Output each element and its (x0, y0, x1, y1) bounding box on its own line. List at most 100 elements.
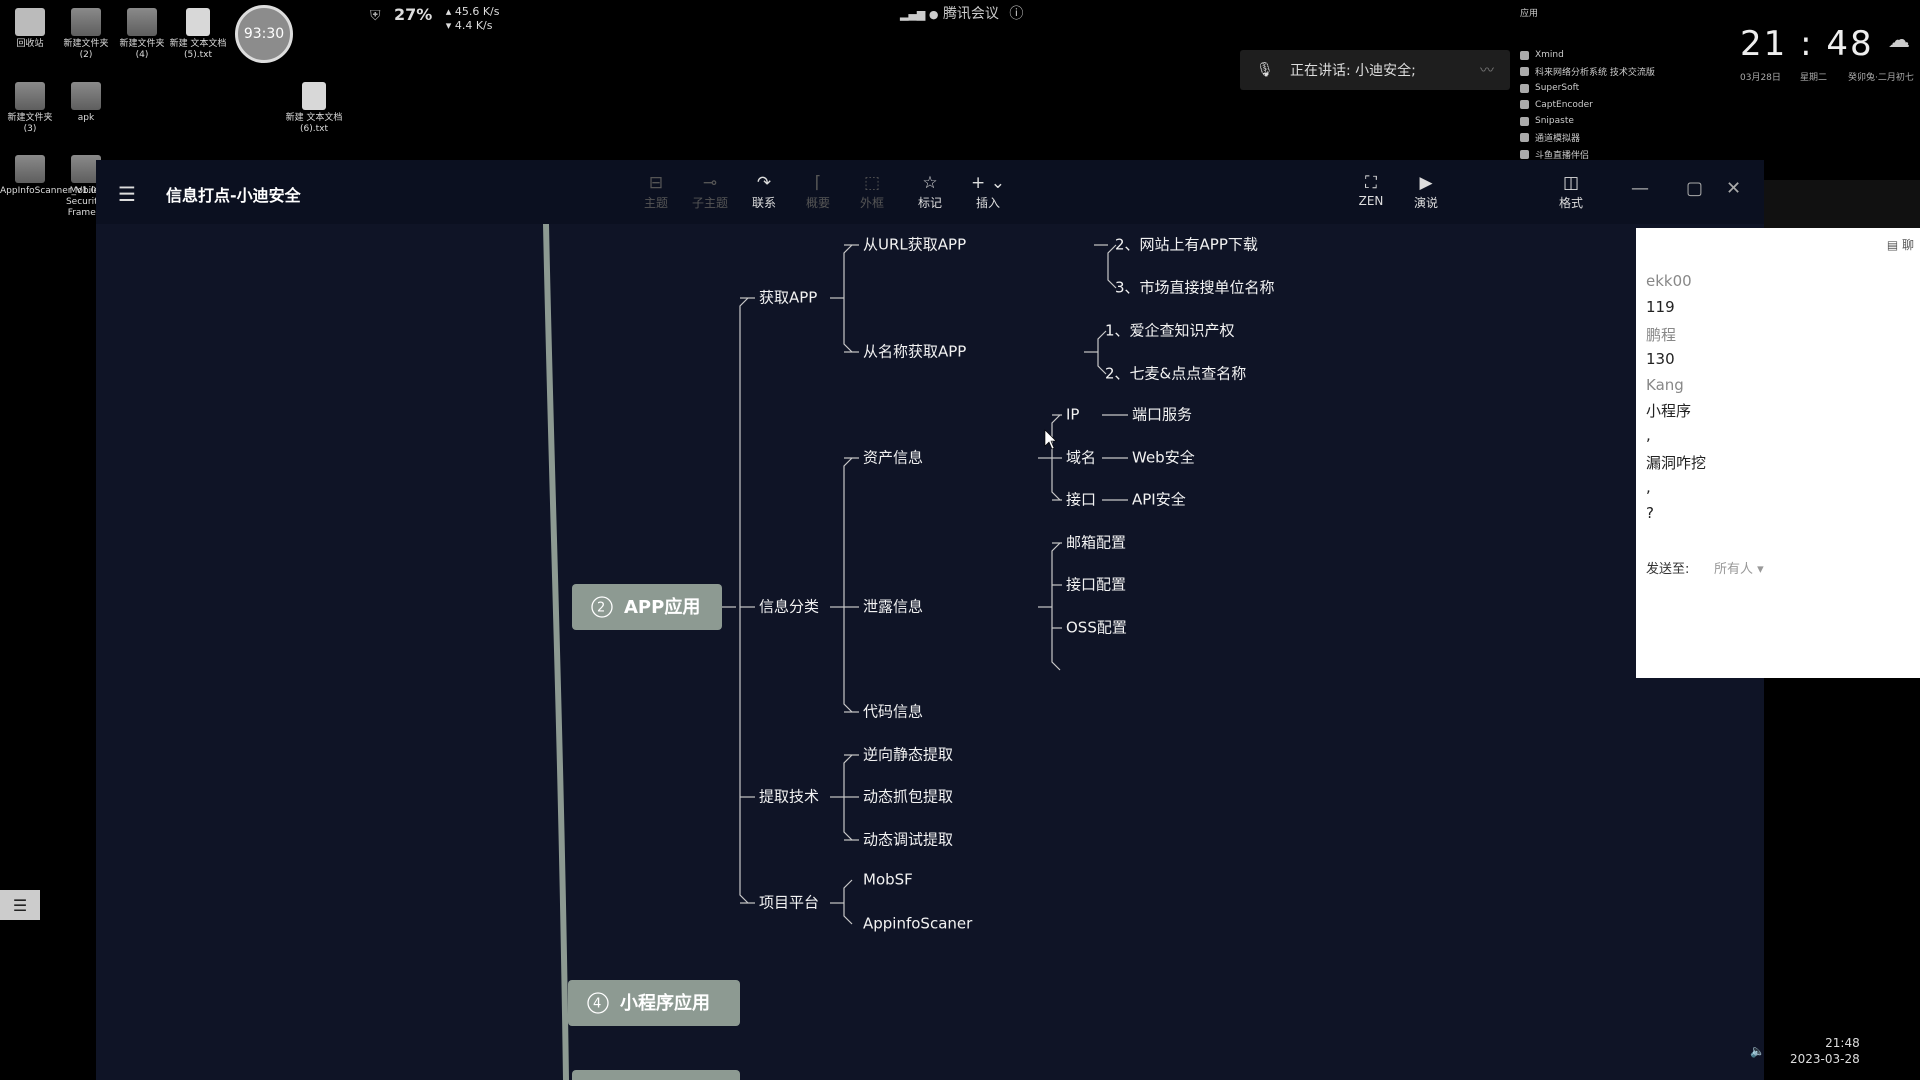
leak-item[interactable]: 接口配置 (1066, 576, 1126, 594)
toolbar-subtopic-button[interactable]: ⊸子主题 (688, 172, 732, 211)
app-icon (1520, 50, 1529, 60)
topic-label[interactable]: 小程序应用 (620, 992, 710, 1014)
net-down: ▾ 4.4 K/s (445, 19, 493, 33)
menu-icon[interactable]: ☰ (118, 182, 136, 206)
extract-item[interactable]: 逆向静态提取 (863, 746, 953, 764)
plus-icon: + ⌄ (971, 173, 1005, 193)
branch-info-class[interactable]: 信息分类 (759, 598, 819, 616)
branch-project-platform[interactable]: 项目平台 (759, 894, 819, 912)
folder-icon[interactable]: AppInfoScanner_V1.0.9_... (0, 155, 118, 197)
subtopic-icon: ⊸ (702, 173, 718, 193)
extract-item[interactable]: 动态调试提取 (863, 831, 953, 849)
node-code-info[interactable]: 代码信息 (863, 703, 923, 721)
chat-message: 小程序 (1646, 402, 1692, 420)
text-file-icon[interactable]: 新建 文本文档 (6).txt (284, 82, 344, 135)
node-asset-info[interactable]: 资产信息 (863, 449, 923, 467)
toolbar-topic-button[interactable]: ⊟主题 (634, 172, 678, 211)
widget-header: 应用 (1520, 9, 1539, 19)
leaf-node[interactable]: 2、网站上有APP下载 (1115, 236, 1258, 254)
toolbar-relationship-button[interactable]: ↷联系 (742, 172, 786, 211)
maximize-icon[interactable]: ▢ (1686, 178, 1704, 199)
toolbar-format-button[interactable]: ◫格式 (1549, 172, 1593, 211)
folder-icon[interactable]: 新建文件夹 (3) (0, 82, 60, 135)
toolbar-boundary-button[interactable]: ⬚外框 (850, 172, 894, 211)
topic-number[interactable]: 2 (597, 601, 605, 616)
main-topic-miniprogram[interactable] (568, 980, 740, 1026)
leaf-node[interactable]: 3、市场直接搜单位名称 (1115, 279, 1275, 297)
main-topic-next[interactable] (572, 1070, 740, 1080)
topic-number-badge (587, 992, 609, 1014)
branch-get-app[interactable]: 获取APP (759, 289, 817, 307)
asset-value[interactable]: Web安全 (1132, 449, 1195, 467)
app-label: SuperSoft (1535, 83, 1580, 94)
app-list-item[interactable]: CaptEncoder (1520, 97, 1730, 114)
chat-message: 130 (1646, 350, 1675, 368)
branch-extract-tech[interactable]: 提取技术 (759, 788, 819, 806)
app-list-item[interactable]: 科来网络分析系统 技术交流版 (1520, 64, 1730, 81)
node-from-name[interactable]: 从名称获取APP (863, 343, 966, 361)
toolbar-zen-button[interactable]: ⛶ZEN (1349, 172, 1393, 208)
mouse-cursor-icon (1044, 429, 1057, 450)
chat-message: 漏洞咋挖 (1646, 454, 1707, 472)
clock-widget: 21 : 48 03月28日 星期二 癸卯兔·二月初七 ☁ (1730, 4, 1920, 164)
chat-header: ▤ 聊 (1886, 238, 1914, 252)
asset-type[interactable]: 域名 (1066, 449, 1096, 467)
clock-weekday: 星期二 (1800, 73, 1828, 83)
side-tab-handle[interactable]: ☰ (0, 890, 40, 920)
folder-icon[interactable]: 新建文件夹 (2) (56, 8, 116, 61)
app-list-item[interactable]: Xmind (1520, 47, 1730, 64)
asset-value[interactable]: API安全 (1132, 491, 1186, 509)
app-list-item[interactable]: SuperSoft (1520, 80, 1730, 97)
info-icon[interactable]: ⓘ (1009, 6, 1024, 22)
extract-item[interactable]: 动态抓包提取 (863, 788, 953, 806)
main-spine-line (543, 224, 569, 1080)
topic-label[interactable]: APP应用 (624, 596, 700, 618)
bracket-line (1107, 244, 1117, 289)
asset-type[interactable]: IP (1066, 406, 1079, 424)
send-to-select[interactable]: 所有人 ▾ (1714, 562, 1764, 577)
close-icon[interactable]: ✕ (1726, 178, 1742, 199)
node-from-url[interactable]: 从URL获取APP (863, 236, 966, 254)
leak-item[interactable]: OSS配置 (1066, 619, 1127, 637)
leak-item[interactable]: 邮箱配置 (1066, 534, 1126, 552)
format-icon: ◫ (1562, 173, 1580, 193)
chat-message: ? (1646, 504, 1654, 522)
toolbar-present-button[interactable]: ▶演说 (1404, 172, 1448, 211)
folder-icon[interactable]: apk (56, 82, 116, 124)
leaf-node[interactable]: 1、爱企查知识产权 (1105, 322, 1235, 340)
app-list-item[interactable]: 通道模拟器 (1520, 130, 1730, 147)
leaf-node[interactable]: 2、七麦&点点查名称 (1105, 365, 1246, 383)
app-label: 斗鱼直播伴侣 (1535, 150, 1590, 161)
app-icon (1520, 100, 1529, 110)
folder-icon[interactable]: 新建文件夹 (4) (112, 8, 172, 61)
topic-number[interactable]: 4 (593, 997, 601, 1012)
clock-time: 21 : 48 (1740, 24, 1874, 64)
microphone-icon: 🎙 (1256, 62, 1274, 78)
mindmap-canvas[interactable]: 2 APP应用 4 小程序应用 获取APP 信息分类提取技术项目平台 从URL获取APP 从名… (96, 224, 1764, 1080)
recycle-bin-icon[interactable]: 回收站 (0, 8, 60, 50)
timer-badge[interactable]: 93:30 (235, 5, 293, 63)
desktop-icon-label: 新建 文本文档 (6).txt (285, 113, 343, 134)
volume-icon[interactable]: 🔈 (1750, 1044, 1765, 1058)
toolbar-summary-button[interactable]: ⌈概要 (796, 172, 840, 211)
clock-date: 03月28日 (1740, 73, 1781, 83)
platform-item[interactable]: AppinfoScaner (863, 915, 973, 933)
text-file-icon[interactable]: 新建 文本文档 (5).txt (168, 8, 228, 61)
toolbar-plus-button[interactable]: + ⌄插入 (966, 172, 1010, 211)
app-list-item[interactable]: Snipaste (1520, 113, 1730, 130)
node-leak-info[interactable]: 泄露信息 (863, 598, 923, 616)
meeting-title[interactable]: ▂▄▆ ● 腾讯会议 ⓘ (900, 6, 1024, 22)
app-icon (1520, 83, 1529, 93)
main-topic-app[interactable] (572, 584, 722, 630)
asset-type[interactable]: 接口 (1066, 491, 1096, 509)
platform-item[interactable]: MobSF (863, 871, 913, 889)
app-list-item[interactable]: 斗鱼直播伴侣 (1520, 146, 1730, 163)
toolbar-star-button[interactable]: ☆标记 (908, 172, 952, 211)
asset-value[interactable]: 端口服务 (1132, 406, 1192, 424)
toolbar-label: 标记 (917, 196, 942, 210)
audio-wave-icon: 〰 (1480, 63, 1494, 79)
minimize-icon[interactable]: — (1631, 178, 1649, 199)
bracket-line (1051, 542, 1061, 671)
desktop-icon-label: Mobile-Security-Frame... (65, 186, 107, 218)
chat-sender: ekk00 (1646, 272, 1692, 290)
